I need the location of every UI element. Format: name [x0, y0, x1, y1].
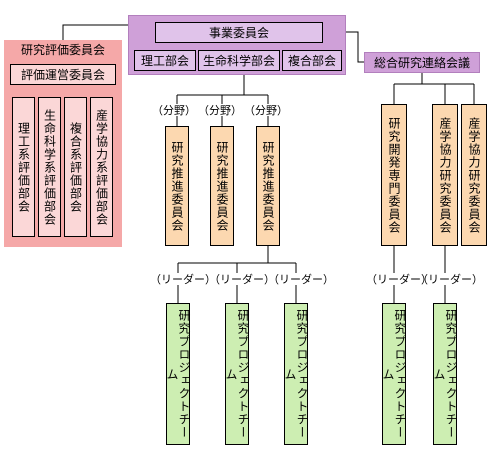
dept-fukugo-label: 複合部会 [287, 53, 336, 68]
project-team-2-label: 研究プロジェクトチーム [224, 309, 250, 439]
leader-label-2: （リーダー） [209, 273, 275, 286]
project-team-4[interactable]: 研究プロジェクトチーム [381, 303, 407, 445]
hyoka-committee-riko[interactable]: 理工系評価部会 [12, 97, 35, 237]
project-team-5-label: 研究プロジェクトチーム [432, 309, 458, 439]
jigyo-committee-box[interactable]: 事業委員会 [155, 22, 323, 43]
project-team-4-label: 研究プロジェクトチーム [381, 309, 407, 439]
leader-label-1: （リーダー） [150, 273, 216, 286]
suishin-committee-1-label: 研究推進委員会 [170, 140, 184, 232]
suishin-committee-1[interactable]: 研究推進委員会 [165, 126, 189, 246]
field-label-3: （分野） [244, 104, 288, 117]
suishin-committee-3-label: 研究推進委員会 [261, 140, 275, 232]
jigyo-title: 事業委員会 [208, 25, 269, 40]
project-team-3-label: 研究プロジェクトチーム [283, 309, 309, 439]
leader-label-4: （リーダー） [366, 273, 432, 286]
dept-riko-box[interactable]: 理工部会 [134, 50, 196, 71]
sogo-committee-sangaku-2-label: 産学協力研究委員会 [467, 116, 481, 234]
suishin-committee-3[interactable]: 研究推進委員会 [256, 126, 280, 246]
project-team-3[interactable]: 研究プロジェクトチーム [283, 303, 309, 445]
hyoka-committee-riko-label: 理工系評価部会 [16, 121, 31, 213]
sogo-committee-kaihatsu-label: 研究開発専門委員会 [387, 116, 401, 234]
dept-seimei-box[interactable]: 生命科学部会 [198, 50, 280, 71]
sogo-committee-sangaku-2[interactable]: 産学協力研究委員会 [461, 104, 487, 246]
project-team-2[interactable]: 研究プロジェクトチーム [224, 303, 250, 445]
dept-fukugo-box[interactable]: 複合部会 [282, 50, 342, 71]
sogo-committee-kaihatsu[interactable]: 研究開発専門委員会 [381, 104, 407, 246]
suishin-committee-2-label: 研究推進委員会 [215, 140, 229, 232]
sogo-committee-sangaku-1[interactable]: 産学協力研究委員会 [432, 104, 458, 246]
sogo-title: 総合研究連絡会議 [373, 55, 470, 70]
hyoka-committee-seimei-label: 生命科学系評価部会 [42, 108, 57, 226]
hyoka-committee-fukugo[interactable]: 複合系評価部会 [64, 97, 87, 237]
suishin-committee-2[interactable]: 研究推進委員会 [210, 126, 234, 246]
hyoka-committee-sangaku[interactable]: 産学協力系評価部会 [90, 97, 113, 237]
hyoka-unei-box[interactable]: 評価運営委員会 [10, 64, 116, 85]
hyoka-committee-sangaku-label: 産学協力系評価部会 [94, 108, 109, 226]
dept-riko-label: 理工部会 [140, 53, 189, 68]
hyoka-title: 研究評価委員会 [20, 43, 105, 57]
field-label-1: （分野） [152, 104, 196, 117]
leader-label-5: （リーダー） [417, 273, 483, 286]
project-team-1-label: 研究プロジェクトチーム [165, 309, 191, 439]
sogo-box[interactable]: 総合研究連絡会議 [364, 52, 480, 73]
project-team-1[interactable]: 研究プロジェクトチーム [165, 303, 191, 445]
dept-seimei-label: 生命科学部会 [202, 53, 275, 68]
leader-label-3: （リーダー） [268, 273, 334, 286]
sogo-committee-sangaku-1-label: 産学協力研究委員会 [438, 116, 452, 234]
hyoka-committee-fukugo-label: 複合系評価部会 [68, 121, 83, 213]
field-label-2: （分野） [198, 104, 242, 117]
project-team-5[interactable]: 研究プロジェクトチーム [432, 303, 458, 445]
hyoka-committee-seimei[interactable]: 生命科学系評価部会 [38, 97, 61, 237]
hyoka-unei-label: 評価運営委員会 [20, 67, 105, 82]
